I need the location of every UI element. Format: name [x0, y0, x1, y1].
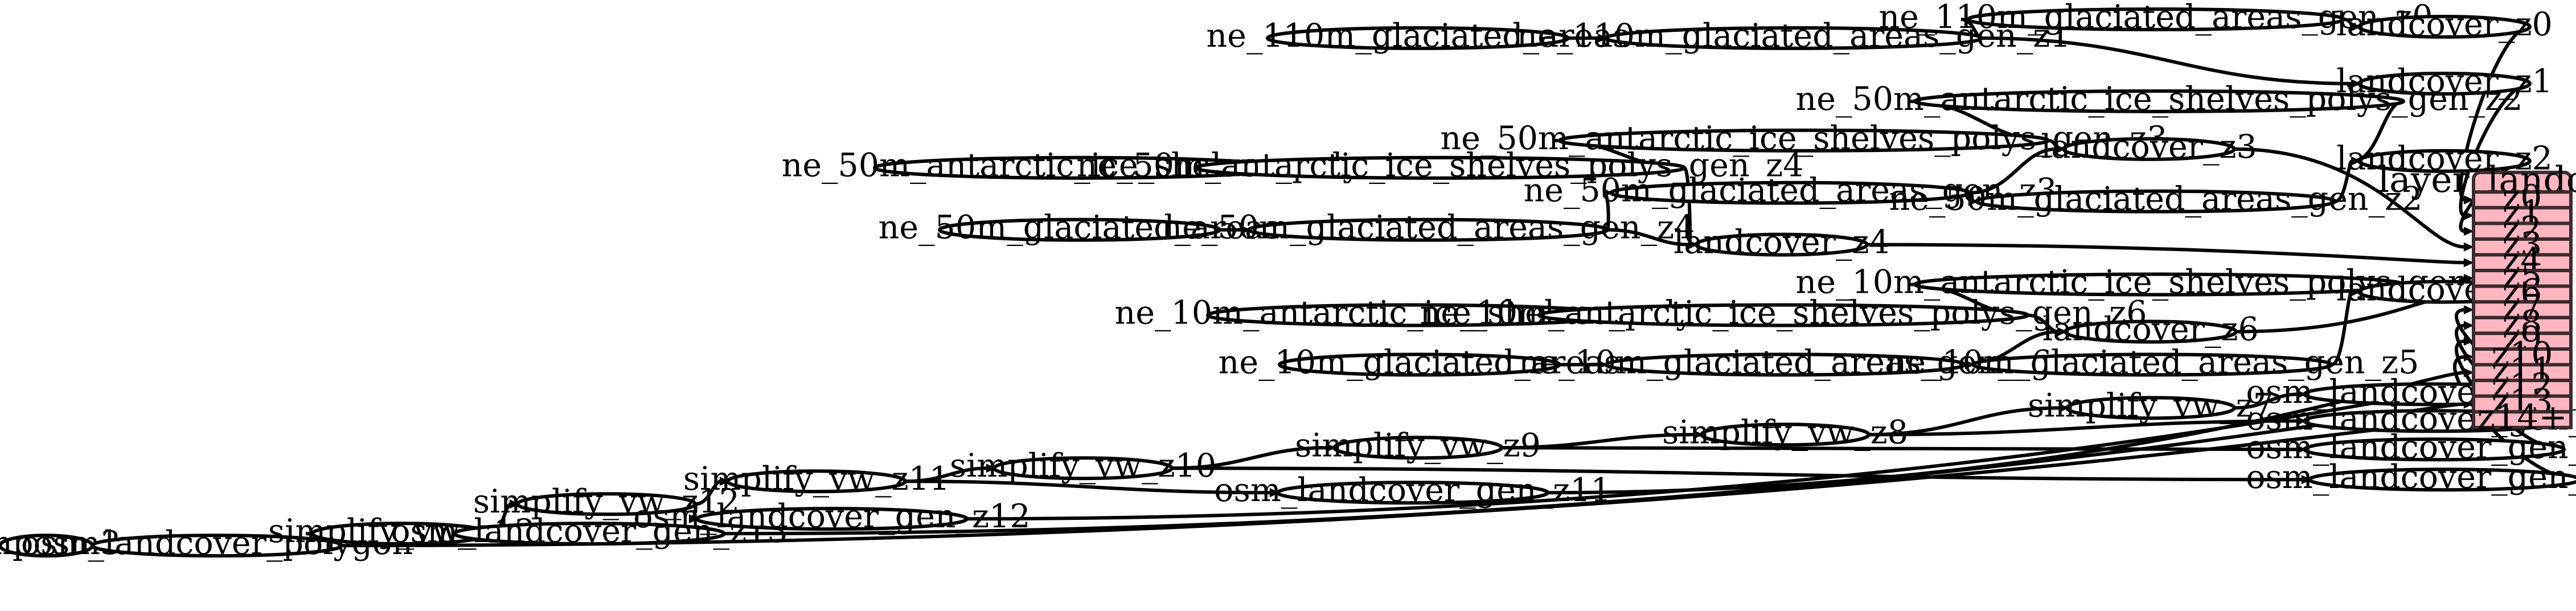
graph-node-landcover_z6[interactable]: landcover_z6: [2042, 310, 2259, 348]
node-label: landcover_z4: [1673, 224, 1890, 261]
graph-edge: [1171, 443, 1336, 470]
graph-node-ne_50m_glaciated_areas[interactable]: ne_50m_glaciated_areas: [879, 209, 1281, 247]
graph-edge: [905, 464, 996, 483]
graph-node-simplify_vw_z10[interactable]: simplify_vw_z10: [950, 447, 1216, 485]
graph-edge: [1568, 33, 1608, 43]
graph-edge: [1981, 36, 2361, 88]
node-label: ne_10m_glaciated_areas: [1219, 343, 1621, 381]
node-label: ne_50m_glaciated_areas: [879, 209, 1281, 247]
graph-edge: [905, 479, 1280, 498]
node-label: ne_50m_antarctic_ice_shelves_polys_gen_z…: [1077, 147, 1804, 184]
graph-node-osm_landcover_gen_z13[interactable]: osm_landcover_gen_z13: [391, 512, 787, 550]
graph-edge-to-table: [1867, 243, 2474, 268]
node-label: landcover_z1: [2336, 63, 2553, 100]
graph-edge: [1220, 225, 1251, 235]
graph-node-ne_10m_glaciated_areas[interactable]: ne_10m_glaciated_areas: [1219, 343, 1621, 381]
table-row-z14+[interactable]: z14+: [2472, 397, 2573, 437]
graph-node-simplify_vw_z13[interactable]: simplify_vw_z13: [268, 512, 535, 550]
node-label: ne_50m_glaciated_areas_gen_z3: [1524, 172, 2057, 210]
graph-node-osm_landcover_gen_z10[interactable]: osm_landcover_gen_z10: [2246, 458, 2576, 496]
graph-node-simplify_vw_z11[interactable]: simplify_vw_z11: [683, 460, 950, 498]
table-row-label: z14+: [2477, 397, 2567, 437]
node-label: ne_110m_glaciated_areas_gen_z0: [1878, 0, 2433, 36]
graph-node-ne_10m_glaciated_areas_gen_z6[interactable]: ne_10m_glaciated_areas_gen_z6: [1519, 343, 2052, 381]
graph-node-ne_10m_antarctic_ice_shelves_polys_gen_z6[interactable]: ne_10m_antarctic_ice_shelves_polys_gen_z…: [1420, 294, 2147, 332]
graph-edge: [695, 477, 730, 506]
graph-node-ne_10m_glaciated_areas_gen_z5[interactable]: ne_10m_glaciated_areas_gen_z5: [1886, 343, 2419, 381]
graph-edge: [1501, 430, 1704, 450]
node-label: ne_10m_glaciated_areas_gen_z5: [1886, 343, 2419, 381]
node-label: landcover_z3: [2041, 128, 2257, 166]
graph-node-ne_50m_glaciated_areas_gen_z3[interactable]: ne_50m_glaciated_areas_gen_z3: [1524, 172, 2057, 210]
graph-edge: [1171, 466, 2312, 485]
graph-node-landcover_z1[interactable]: landcover_z1: [2336, 63, 2553, 100]
graph-node-landcover_z4[interactable]: landcover_z4: [1673, 224, 1890, 261]
node-label: simplify_vw_z10: [950, 447, 1216, 485]
graph-edge: [2234, 389, 2307, 410]
graph-edge: [2027, 313, 2068, 337]
graph-node-simplify_vw_z12[interactable]: simplify_vw_z12: [473, 483, 740, 520]
node-label: osm_landcover_gen_z11: [1214, 471, 1611, 509]
graph-edge: [1560, 360, 1608, 370]
node-label: osm_landcover_gen_z10: [2246, 458, 2576, 496]
node-layer: imposm3osm_landcover_polygonsimplify_vw_…: [0, 0, 2576, 562]
node-label: simplify_vw_z9: [1295, 427, 1541, 464]
node-label: landcover_z6: [2042, 310, 2259, 348]
node-label: ne_110m_glaciated_areas: [1207, 17, 1630, 55]
graph-node-simplify_vw_z8[interactable]: simplify_vw_z8: [1662, 413, 1908, 451]
graph-node-ne_110m_glaciated_areas_gen_z1[interactable]: ne_110m_glaciated_areas_gen_z1: [1516, 17, 2070, 55]
graph-node-landcover_z3[interactable]: landcover_z3: [2041, 128, 2257, 166]
node-label: osm_landcover_gen_z12: [633, 498, 1030, 535]
graph-edge: [2334, 156, 2361, 203]
graph-node-osm_landcover_gen_z9[interactable]: osm_landcover_gen_z9: [2246, 428, 2576, 466]
graph-node-ne_50m_antarctic_ice_shelves_polys_gen_z4[interactable]: ne_50m_antarctic_ice_shelves_polys_gen_z…: [1077, 147, 1804, 184]
graph-node-ne_50m_glaciated_areas_gen_z4[interactable]: ne_50m_glaciated_areas_gen_z4: [1162, 209, 1695, 247]
graph-node-ne_50m_antarctic_ice_shelves_polys_gen_z3[interactable]: ne_50m_antarctic_ice_shelves_polys_gen_z…: [1441, 120, 2168, 157]
graph-edge: [1868, 416, 2307, 437]
node-label: ne_50m_glaciated_areas_gen_z4: [1162, 209, 1695, 247]
node-label: landcover_z0: [2336, 6, 2553, 43]
graph-edge: [1501, 445, 2307, 454]
graph-edge-to-table: [2459, 24, 2530, 204]
graph-node-ne_110m_glaciated_areas_gen_z0[interactable]: ne_110m_glaciated_areas_gen_z0: [1878, 0, 2433, 36]
layer-landcover-table: layer_landcoverz0z1z2z3z4z5z6z7z8z9z10z1…: [2378, 159, 2576, 437]
node-label: ne_50m_glaciated_areas_gen_z2: [1889, 181, 2423, 218]
node-label: simplify_vw_z11: [683, 460, 950, 498]
graph-edge-to-table: [2234, 147, 2474, 252]
graph-node-landcover_z0[interactable]: landcover_z0: [2336, 6, 2553, 43]
graph-edge: [1683, 166, 1699, 249]
node-label: ne_10m_antarctic_ice_shelves_polys_gen_z…: [1420, 294, 2147, 332]
graph-edge: [1868, 403, 2069, 437]
node-label: simplify_vw_z7: [2028, 387, 2274, 424]
node-label: ne_50m_antarctic_ice_shelves_polys_gen_z…: [1441, 120, 2168, 157]
node-label: ne_10m_glaciated_areas_gen_z6: [1519, 343, 2052, 381]
node-label: simplify_vw_z8: [1662, 413, 1908, 451]
graph-node-ne_50m_glaciated_areas_gen_z2[interactable]: ne_50m_glaciated_areas_gen_z2: [1889, 181, 2423, 218]
graph-node-osm_landcover_gen_z11[interactable]: osm_landcover_gen_z11: [1214, 471, 1611, 509]
graph-node-simplify_vw_z7[interactable]: simplify_vw_z7: [2028, 387, 2274, 424]
node-label: osm_landcover_gen_z9: [2246, 428, 2576, 466]
node-label: simplify_vw_z12: [473, 483, 740, 520]
graph-node-osm_landcover_gen_z12[interactable]: osm_landcover_gen_z12: [633, 498, 1030, 535]
graph-node-ne_110m_glaciated_areas[interactable]: ne_110m_glaciated_areas: [1207, 17, 1630, 55]
graph-node-simplify_vw_z9[interactable]: simplify_vw_z9: [1295, 427, 1541, 464]
